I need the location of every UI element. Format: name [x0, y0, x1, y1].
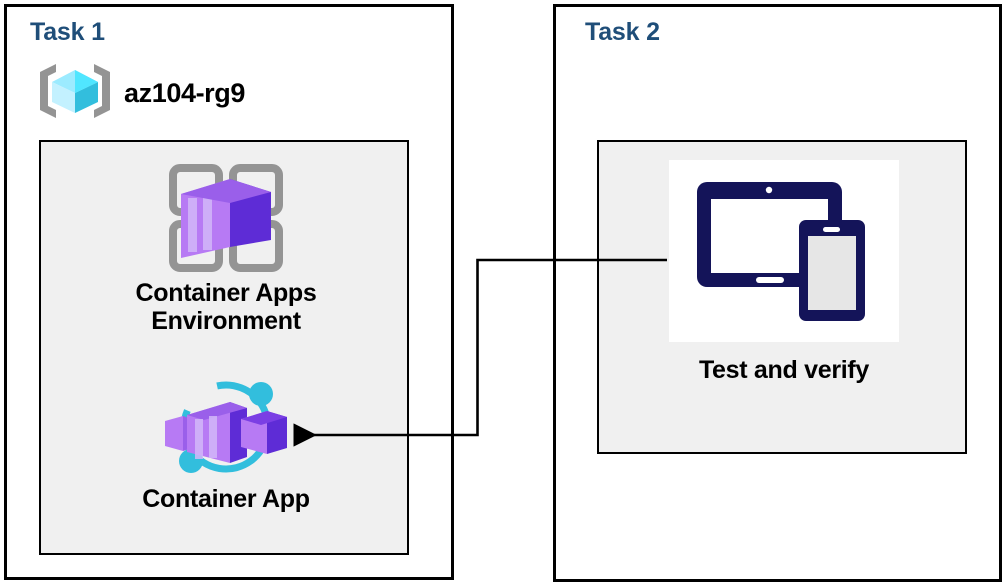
container-app-label: Container App: [142, 485, 310, 513]
container-apps-environment-tile: Container Apps Environment: [90, 162, 362, 335]
task-2-title: Task 2: [585, 18, 660, 46]
task-1-title: Task 1: [30, 18, 105, 46]
resource-group-name: az104-rg9: [124, 78, 245, 108]
devices-test-verify-icon: [689, 174, 879, 329]
resource-group-header: az104-rg9: [36, 60, 245, 127]
container-apps-environment-icon: [151, 162, 301, 279]
test-and-verify-label: Test and verify: [698, 356, 870, 384]
task-1-resource-group-box: Container Apps Environment: [39, 140, 409, 555]
test-and-verify-tile: Test and verify: [648, 160, 920, 384]
task-2-resource-group-box: Test and verify: [597, 140, 967, 454]
resource-group-icon: [36, 60, 114, 127]
container-app-tile: Container App: [90, 375, 362, 513]
test-and-verify-icon-plate: [669, 160, 899, 342]
container-app-icon: [151, 375, 301, 485]
container-apps-environment-label: Container Apps Environment: [135, 279, 317, 335]
